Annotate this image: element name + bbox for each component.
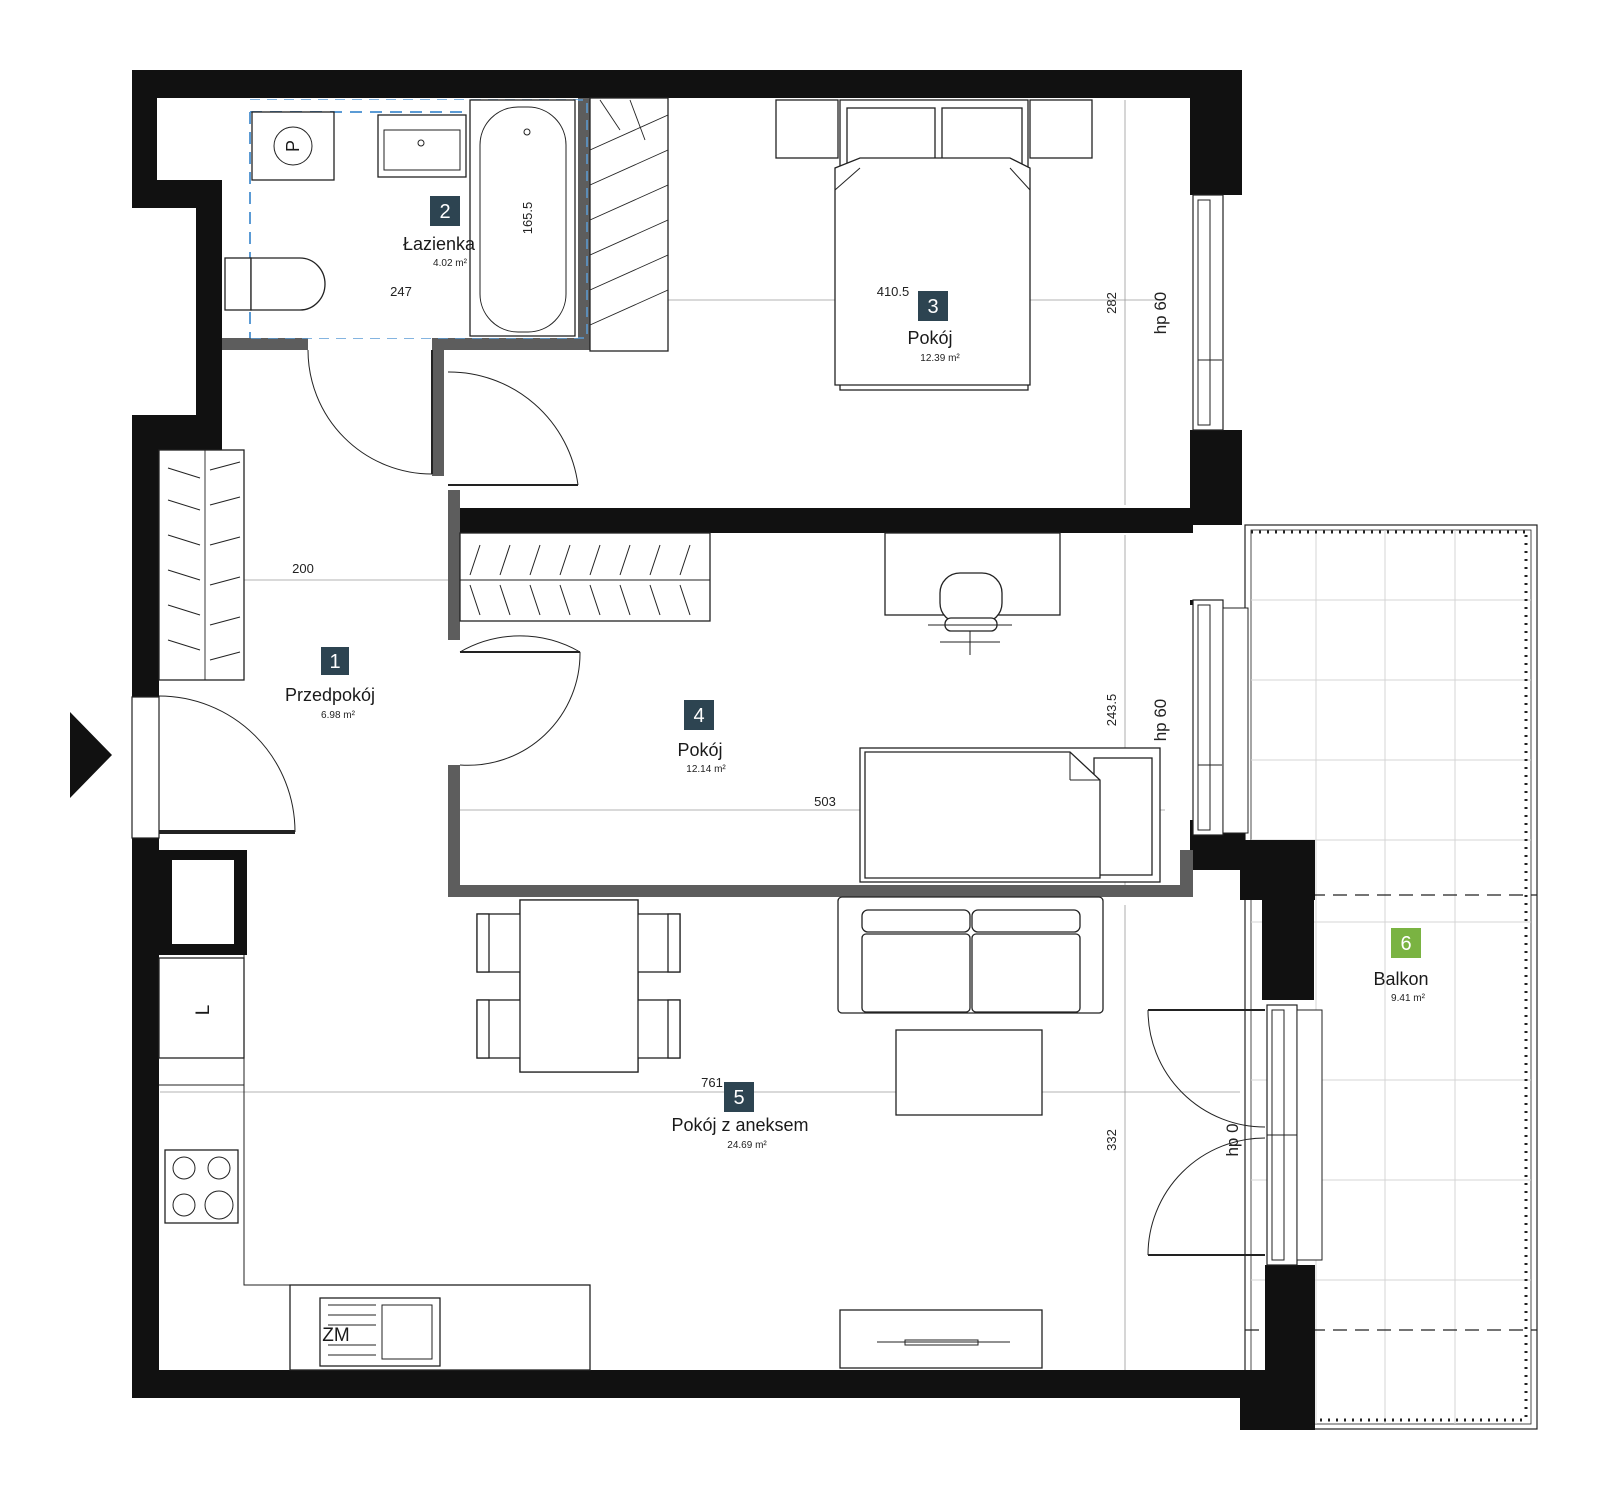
room-name: Balkon bbox=[1373, 969, 1428, 989]
room-name: Pokój z aneksem bbox=[671, 1115, 808, 1135]
room-area: 24.69 m² bbox=[727, 1140, 767, 1151]
toilet-icon bbox=[224, 257, 326, 311]
bathroom-fixtures: P bbox=[222, 99, 588, 339]
fridge-symbol: L bbox=[193, 1005, 214, 1016]
room-label-6: 6 Balkon 9.41 m² bbox=[1373, 928, 1429, 1004]
hall-wardrobe bbox=[158, 449, 245, 681]
entrance-arrow-icon bbox=[70, 712, 112, 798]
bed-icon bbox=[775, 99, 1093, 391]
wardrobe-room4 bbox=[459, 532, 711, 622]
room-name: Łazienka bbox=[403, 234, 476, 254]
dim-332: 332 bbox=[1104, 1129, 1119, 1151]
dining-set bbox=[476, 899, 681, 1073]
tv-icon bbox=[839, 1309, 1043, 1369]
room-name: Przedpokój bbox=[285, 685, 375, 705]
dishwasher-symbol: ZM bbox=[322, 1325, 349, 1346]
stove-icon bbox=[164, 1149, 239, 1224]
exterior-walls bbox=[132, 70, 1315, 1430]
room-area: 6.98 m² bbox=[321, 710, 356, 721]
wardrobe-room3 bbox=[589, 97, 669, 352]
coffee-table bbox=[895, 1029, 1043, 1116]
room-number: 4 bbox=[693, 705, 704, 727]
room-number: 3 bbox=[927, 296, 938, 318]
room-label-3: 3 Pokój 12.39 m² bbox=[907, 291, 960, 364]
sink-icon bbox=[377, 114, 467, 178]
room-label-5: 5 Pokój z aneksem 24.69 m² bbox=[671, 1082, 809, 1151]
room-number: 1 bbox=[329, 651, 340, 673]
sofa-icon bbox=[837, 896, 1104, 1014]
room-label-1: 1 Przedpokój 6.98 m² bbox=[285, 647, 375, 721]
dim-165: 165.5 bbox=[520, 202, 535, 235]
room-label-4: 4 Pokój 12.14 m² bbox=[677, 700, 726, 775]
room-name: Pokój bbox=[677, 740, 722, 760]
room-area: 12.14 m² bbox=[686, 764, 726, 775]
dim-247: 247 bbox=[390, 284, 412, 299]
room-name: Pokój bbox=[907, 328, 952, 348]
windows bbox=[1192, 194, 1323, 1266]
kitchen: L ZM bbox=[158, 955, 591, 1371]
hp-room4: hp 60 bbox=[1151, 699, 1170, 742]
doors bbox=[131, 349, 1266, 1256]
dim-282: 282 bbox=[1104, 292, 1119, 314]
dim-503: 503 bbox=[814, 794, 836, 809]
room-area: 12.39 m² bbox=[920, 353, 960, 364]
hp-balcony-door: hp 0 bbox=[1223, 1123, 1242, 1156]
kitchen-sink-icon bbox=[319, 1297, 441, 1367]
washer-icon: P bbox=[273, 126, 313, 166]
dimension-labels: 247 165.5 410.5 282 200 243.5 503 761 33… bbox=[292, 202, 1242, 1157]
room-area: 4.02 m² bbox=[433, 258, 468, 269]
room-label-2: 2 Łazienka 4.02 m² bbox=[403, 196, 476, 269]
dim-243: 243.5 bbox=[1104, 694, 1119, 727]
dim-761: 761 bbox=[701, 1075, 723, 1090]
washer-symbol: P bbox=[283, 140, 303, 152]
hp-room3: hp 60 bbox=[1151, 292, 1170, 335]
room-area: 9.41 m² bbox=[1391, 993, 1426, 1004]
dim-200: 200 bbox=[292, 561, 314, 576]
room-number: 5 bbox=[733, 1087, 744, 1109]
room-number: 2 bbox=[439, 201, 450, 223]
single-bed-icon bbox=[859, 747, 1161, 883]
dim-410: 410.5 bbox=[877, 284, 910, 299]
bathtub-icon bbox=[469, 99, 576, 337]
desk-chair-icon bbox=[884, 532, 1061, 655]
room-number: 6 bbox=[1400, 933, 1411, 955]
